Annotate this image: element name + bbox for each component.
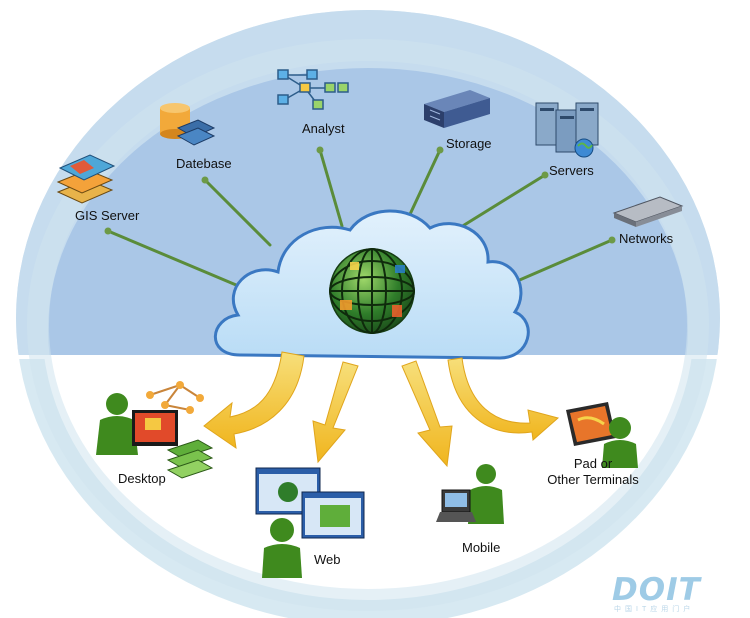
- database-icon: [160, 103, 216, 146]
- watermark-logo: DOIT: [612, 572, 701, 608]
- arrows: [203, 351, 560, 468]
- client-label-pad-line2: Other Terminals: [547, 472, 639, 487]
- client-label-pad: Pad or Other Terminals: [540, 456, 646, 488]
- web-icon: [255, 467, 365, 578]
- storage-icon: [424, 90, 490, 128]
- client-label-desktop: Desktop: [118, 471, 166, 486]
- desktop-icon: [96, 381, 214, 479]
- connector-networks: [506, 238, 614, 287]
- connector-gis-server: [106, 229, 250, 292]
- arrow-to-desktop: [203, 351, 305, 450]
- connector-storage: [403, 148, 442, 227]
- node-label-analyst: Analyst: [302, 121, 345, 136]
- node-label-database: Datebase: [176, 156, 232, 171]
- globe-icon: [329, 248, 415, 334]
- arrow-to-pad: [447, 357, 560, 441]
- connector-analyst: [318, 148, 344, 228]
- analyst-icon: [277, 69, 349, 110]
- inner-sky: [48, 68, 688, 358]
- node-label-servers: Servers: [549, 163, 594, 178]
- gis-server-icon: [56, 154, 116, 204]
- inner-ring-lower: [27, 39, 709, 611]
- node-label-gis-server: GIS Server: [75, 208, 140, 223]
- pad-icon: [566, 402, 638, 468]
- watermark-tagline: 中国IT应用门户: [614, 606, 695, 613]
- servers-icon: [535, 102, 599, 158]
- client-label-mobile: Mobile: [462, 540, 501, 555]
- arrow-to-web: [312, 361, 359, 464]
- client-label-web: Web: [314, 552, 341, 567]
- node-label-storage: Storage: [446, 136, 492, 151]
- networks-icon: [612, 196, 684, 227]
- client-label-pad-line1: Pad or: [573, 456, 613, 471]
- connector-database: [203, 178, 272, 247]
- arrow-to-mobile: [401, 360, 453, 468]
- mobile-icon: [436, 464, 504, 524]
- node-label-networks: Networks: [619, 231, 674, 246]
